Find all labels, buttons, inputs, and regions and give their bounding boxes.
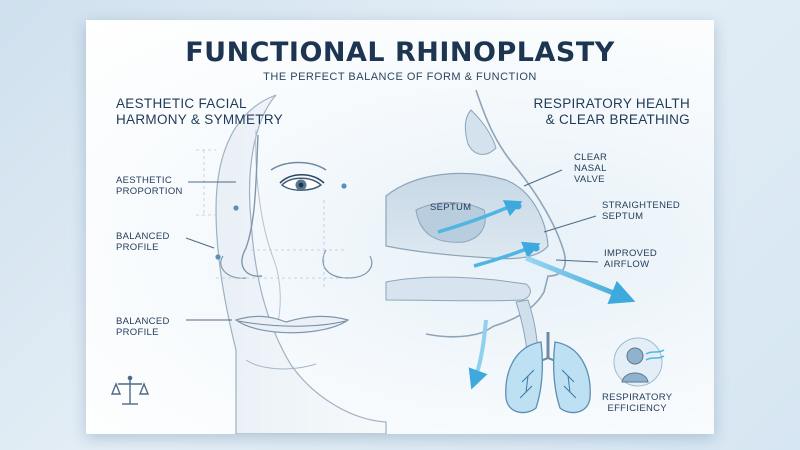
- airflow-path-main: [437, 200, 523, 234]
- label-aesthetic-proportion: AESTHETIC PROPORTION: [116, 175, 183, 197]
- label-septum: SEPTUM: [430, 202, 472, 213]
- left-heading-line2: HARMONY & SYMMETRY: [116, 112, 283, 127]
- airflow-path-down: [468, 319, 488, 390]
- airflow-path-lower: [473, 241, 541, 268]
- lips: [234, 315, 350, 334]
- right-heading-line2: & CLEAR BREATHING: [545, 112, 690, 127]
- nasal-anatomy-illustration: [385, 89, 636, 390]
- label-pointers-left: [185, 181, 236, 321]
- brow-line: [270, 161, 327, 171]
- lungs-icon: [505, 332, 591, 414]
- label-line: SEPTUM: [602, 211, 644, 222]
- label-respiratory-efficiency: RESPIRATORY EFFICIENCY: [602, 392, 672, 414]
- palate-shape: [385, 276, 531, 302]
- chin-contour: [245, 359, 317, 370]
- label-line: AESTHETIC: [116, 175, 173, 186]
- label-pointers-right: [523, 169, 599, 263]
- label-straightened-septum: STRAIGHTENED SEPTUM: [602, 200, 680, 222]
- nose-bridge: [241, 134, 263, 277]
- guide-dots: [215, 183, 347, 260]
- front-face-illustration: [185, 94, 387, 434]
- eye-icon: [279, 173, 325, 191]
- label-clear-nasal-valve: CLEAR NASAL VALVE: [574, 152, 607, 185]
- label-balanced-profile-upper: BALANCED PROFILE: [116, 231, 170, 253]
- label-improved-airflow: IMPROVED AIRFLOW: [604, 248, 657, 270]
- scales-icon: [110, 375, 150, 405]
- airflow-path-exit: [525, 255, 636, 305]
- label-line: EFFICIENCY: [607, 403, 667, 414]
- anatomy-diagram: [110, 89, 665, 434]
- page-title: FUNCTIONAL RHINOPLASTY: [185, 37, 615, 68]
- septum-shape: [415, 202, 486, 243]
- label-line: IMPROVED: [604, 248, 658, 259]
- label-line: CLEAR: [574, 152, 608, 163]
- front-face-outline: [215, 94, 387, 434]
- label-line: PROPORTION: [116, 186, 183, 197]
- lip-line: [237, 320, 347, 327]
- right-section-heading: RESPIRATORY HEALTH & CLEAR BREATHING: [534, 96, 690, 128]
- breathing-person-icon: [613, 337, 665, 387]
- left-section-heading: AESTHETIC FACIAL HARMONY & SYMMETRY: [116, 96, 283, 128]
- label-line: PROFILE: [116, 242, 159, 253]
- label-line: BALANCED: [116, 231, 170, 242]
- label-balanced-profile-lower: BALANCED PROFILE: [116, 316, 170, 338]
- label-line: RESPIRATORY: [602, 392, 673, 403]
- infographic-card: FUNCTIONAL RHINOPLASTY THE PERFECT BALAN…: [86, 20, 714, 434]
- left-heading-line1: AESTHETIC FACIAL: [116, 96, 247, 111]
- label-line: AIRFLOW: [604, 259, 650, 270]
- label-line: STRAIGHTENED: [602, 200, 681, 211]
- label-line: NASAL: [574, 163, 607, 174]
- nose-front: [322, 249, 373, 279]
- valve-dots: [514, 202, 540, 252]
- label-line: PROFILE: [116, 327, 159, 338]
- sinus-shape: [464, 109, 497, 155]
- page-subtitle: THE PERFECT BALANCE OF FORM & FUNCTION: [263, 71, 537, 83]
- right-heading-line1: RESPIRATORY HEALTH: [533, 96, 690, 111]
- label-line: VALVE: [574, 174, 605, 185]
- label-line: BALANCED: [116, 316, 170, 327]
